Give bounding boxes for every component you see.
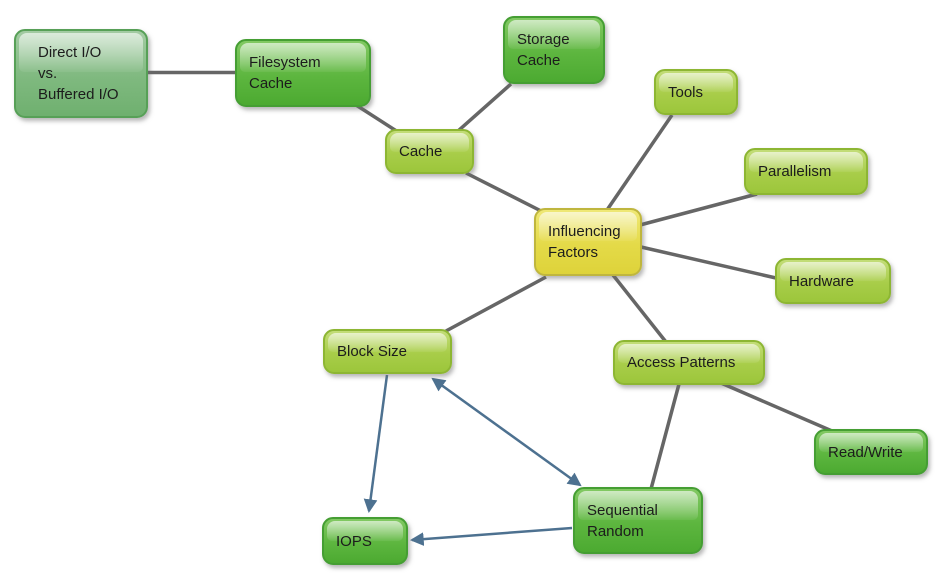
edge-parallelism-influencingfactors [639,192,758,227]
edge-cache-influencingfactors [465,171,546,215]
edge-storagecache-cache [456,82,513,133]
node-iops[interactable]: IOPS [322,517,408,565]
edge-accesspatterns-readwrite [720,381,833,433]
node-label: IOPS [336,532,372,550]
edge-influencingfactors-accesspatterns [611,273,668,344]
node-label: Parallelism [758,163,832,180]
node-label: Filesystem Cache [249,54,321,92]
node-tools[interactable]: Tools [654,69,738,115]
edge-filesystemcache-cache [355,103,399,134]
edge-influencingfactors-blocksize [445,275,547,333]
node-influencing-factors[interactable]: Influencing Factors [534,208,642,276]
node-sequential-random[interactable]: Sequential Random [573,487,703,554]
edge-accesspatterns-sequentialrandom [649,383,681,490]
node-access-patterns[interactable]: Access Patterns [613,340,765,385]
node-block-size[interactable]: Block Size [323,329,452,374]
node-label: Hardware [789,272,855,290]
node-label: Tools [668,83,704,101]
arrow-blocksize-iops [363,374,389,514]
arrow-blocksize-sequentialrandom [431,377,582,487]
node-label: Access Patterns [627,354,736,371]
arrow-sequentialrandom-iops [409,526,573,546]
node-hardware[interactable]: Hardware [775,258,891,304]
node-label: Cache [399,143,443,160]
node-read-write[interactable]: Read/Write [814,429,928,475]
node-label: Block Size [337,343,408,360]
node-label: Sequential Random [587,501,658,540]
edge-tools-influencingfactors [605,114,674,211]
node-label: Read/Write [828,443,903,461]
node-label: Influencing Factors [548,223,621,261]
node-direct-io-vs-buffered-io[interactable]: Direct I/O vs. Buffered I/O [14,29,148,118]
node-filesystem-cache[interactable]: Filesystem Cache [235,39,371,107]
node-label: Storage Cache [517,31,570,69]
node-parallelism[interactable]: Parallelism [744,148,868,195]
node-cache[interactable]: Cache [385,129,474,174]
node-storage-cache[interactable]: Storage Cache [503,16,605,84]
edge-hardware-influencingfactors [640,245,777,280]
node-label: Direct I/O vs. Buffered I/O [38,44,119,103]
